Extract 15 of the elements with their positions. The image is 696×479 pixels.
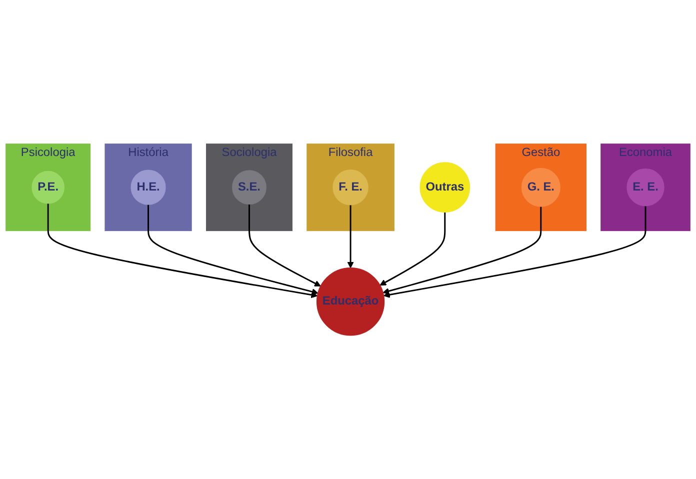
node-circle: H.E. bbox=[130, 170, 166, 205]
node-circle: Educação bbox=[316, 267, 385, 336]
arrow bbox=[47, 203, 318, 298]
node-circle: G. E. bbox=[521, 168, 560, 207]
node-circle: S.E. bbox=[232, 170, 266, 204]
node-circle: P.E. bbox=[32, 170, 64, 204]
node-circle: Outras bbox=[420, 162, 470, 212]
node-circle: E. E. bbox=[626, 168, 664, 206]
arrow bbox=[148, 204, 318, 295]
arrow bbox=[383, 206, 646, 298]
arrow bbox=[248, 204, 321, 286]
node-circle: F. E. bbox=[332, 169, 368, 206]
arrow bbox=[380, 212, 446, 286]
arrow bbox=[382, 206, 542, 294]
arrow bbox=[347, 204, 354, 268]
